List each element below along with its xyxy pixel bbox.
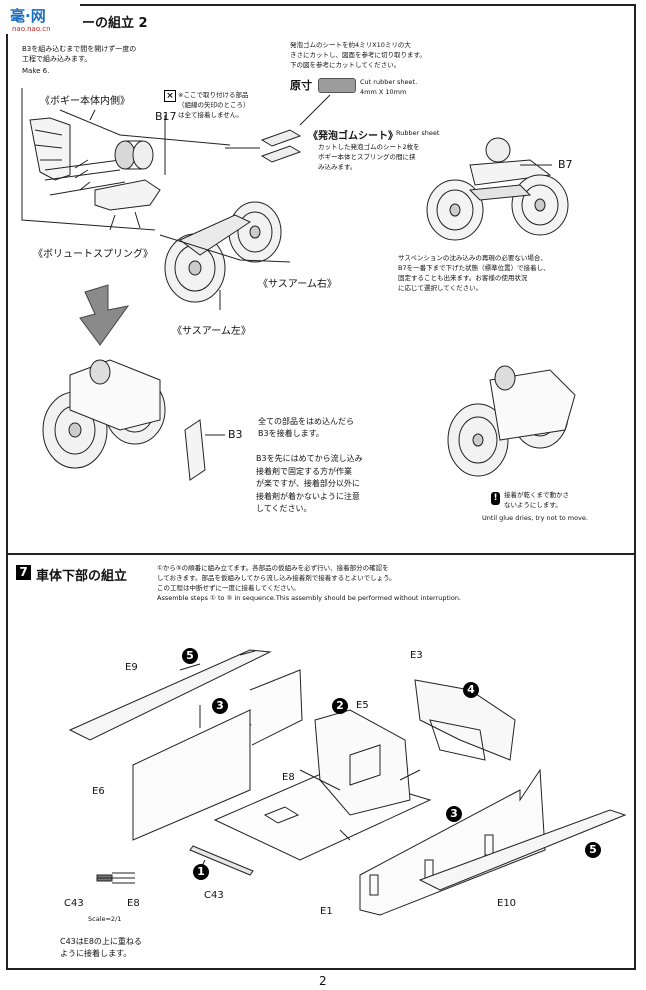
make-note: Make 6. <box>22 67 50 75</box>
part-label-e9: E9 <box>125 662 138 673</box>
rubber-sheet-sample <box>318 78 356 93</box>
b3-detail: B3を先にはめてから流し込み 接着剤で固定する方が作業 が楽ですが、接着部分以外… <box>256 454 363 513</box>
part-label-b3: B3 <box>228 428 243 441</box>
dry-note: 接着が乾くまで動かさ ないようにします。 <box>504 491 569 509</box>
no-glue-icon: × <box>164 90 176 102</box>
section-divider <box>6 553 636 555</box>
page-number: 2 <box>319 974 327 988</box>
section7-title: 車体下部の組立 <box>36 569 128 584</box>
detail-label-e8: E8 <box>127 898 140 909</box>
part-label-e5: E5 <box>356 700 369 711</box>
sus-arm-left-label: 《サスアーム左》 <box>172 326 251 337</box>
step-circle-5a: 5 <box>182 648 198 664</box>
step-circle-4: 4 <box>463 682 479 698</box>
part-label-e3: E3 <box>410 650 423 661</box>
actual-size-label: 原寸 <box>290 79 312 92</box>
rubber-sheet-desc: カットした発泡ゴムのシート2枚を ボギー本体とスプリングの間に挟 み込みます。 <box>318 143 420 171</box>
section7-desc: ①から⑤の順番に組み立てます。各部品の仮組みを必ず行い、接着部分の確認を してお… <box>157 564 462 602</box>
bogie-inner-label: 《ボギー本体内側》 <box>40 96 130 107</box>
cut-note: Cut rubber sheet. 4mm X 10mm <box>360 78 418 96</box>
b3-note: 全ての部品をはめ込んだら B3を接着します。 <box>258 417 354 438</box>
part-label-b17: B17 <box>155 110 177 123</box>
volute-spring-label: 《ボリュートスプリング》 <box>33 249 153 260</box>
svg-text:nao.nao.cn: nao.nao.cn <box>12 25 51 33</box>
c43-note: C43はE8の上に重ねる ように接着します。 <box>60 937 142 958</box>
step-circle-3a: 3 <box>212 698 228 714</box>
watermark-logo-icon: 毫·网 nao.nao.cn <box>6 4 80 34</box>
rubber-sheet-label: 《発泡ゴムシート》 <box>308 131 398 142</box>
rubber-sheet-en: Rubber sheet <box>396 129 440 137</box>
caution-icon: ! <box>491 492 500 505</box>
suspension-note: サスペンションの沈み込みの再現の必要ない場合、 B7を一番下まで下げた状態（標準… <box>398 254 550 292</box>
page-frame <box>6 4 636 970</box>
detail-label-c43: C43 <box>64 898 84 909</box>
attach-note: ※ここで取り付ける部品 （組線の矢印のところ） は全て接着しません。 <box>178 91 250 119</box>
step7-number: 7 <box>16 565 31 580</box>
step-circle-3b: 3 <box>446 806 462 822</box>
detail-scale: Scale=2/1 <box>88 915 122 923</box>
part-label-e1: E1 <box>320 906 333 917</box>
dry-note-en: Until glue dries, try not to move. <box>482 514 588 522</box>
section6-header: ーの組立 2 <box>82 16 148 31</box>
part-label-e6: E6 <box>92 786 105 797</box>
step-circle-5b: 5 <box>585 842 601 858</box>
section6-intro: B3を組み込むまで間を開けず一度の 工程で組み込みます。 <box>22 45 137 63</box>
part-label-b7: B7 <box>558 158 573 171</box>
part-label-e8: E8 <box>282 772 295 783</box>
svg-text:毫·网: 毫·网 <box>10 7 46 25</box>
step-circle-2: 2 <box>332 698 348 714</box>
rubber-note: 発泡ゴムのシートを約4ミリX10ミリの大 きさにカットし、図面を参考に切り取りま… <box>290 41 426 69</box>
part-label-c43: C43 <box>204 890 224 901</box>
step-circle-1: 1 <box>193 864 209 880</box>
sus-arm-right-label: 《サスアーム右》 <box>258 279 337 290</box>
part-label-e10: E10 <box>497 898 517 909</box>
